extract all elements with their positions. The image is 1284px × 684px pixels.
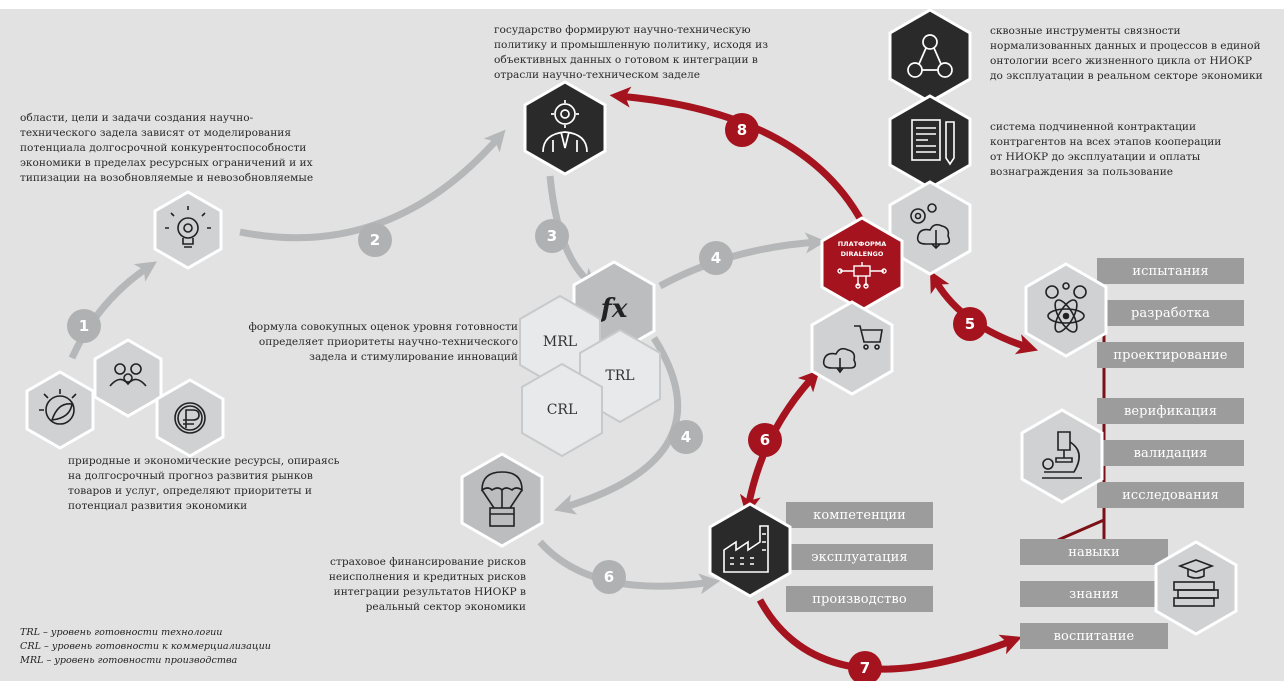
leaf-sun-icon [39, 389, 77, 425]
svg-text:7: 7 [860, 659, 870, 677]
svg-text:5: 5 [965, 315, 975, 333]
bar-verification: верификация [1097, 398, 1244, 424]
hex-network [888, 8, 972, 104]
step-5: 5 [953, 307, 987, 341]
svg-text:2: 2 [370, 231, 380, 249]
bar-testing: испытания [1097, 258, 1244, 284]
step-3: 3 [535, 219, 569, 253]
text-goals: области, цели и задачи создания научно- … [20, 112, 314, 184]
lightbulb-gear-icon [165, 206, 211, 248]
hex-trl-label: TRL [605, 368, 635, 384]
books-graduation-icon [1173, 559, 1219, 607]
hex-mrl-label: MRL [542, 334, 578, 350]
step-7: 7 [848, 651, 882, 684]
bar-operation: эксплуатация [786, 544, 933, 570]
network-nodes-icon [907, 34, 953, 78]
legend-mrl: MRL – уровень готовности производства [20, 655, 238, 666]
hex-state [523, 80, 607, 176]
bar-research: исследования [1097, 482, 1244, 508]
businessman-gear-icon [542, 100, 588, 153]
hex-platform: ПЛАТФОРМА DIRALENGO [820, 216, 904, 312]
hex-nature [25, 370, 95, 450]
gears-cloud-icon [910, 203, 951, 250]
svg-text:1: 1 [79, 317, 89, 335]
hex-people [93, 338, 163, 418]
svg-text:3: 3 [547, 227, 557, 245]
bar-competencies: компетенции [786, 502, 933, 528]
microscope-icon [1042, 431, 1082, 479]
legend-trl: TRL – уровень готовности технологии [20, 627, 223, 638]
hex-cloud-gear [888, 180, 972, 276]
text-contracting: система подчиненной контрактации контраг… [990, 121, 1222, 178]
fx-label: fx [599, 294, 628, 324]
legend-crl: CRL – уровень готовности к коммерциализа… [20, 641, 271, 652]
step-1: 1 [67, 309, 101, 343]
hex-idea [153, 190, 223, 270]
step-6-gray: 6 [592, 560, 626, 594]
arrow-1 [68, 261, 158, 360]
bar-knowledge: знания [1020, 581, 1168, 607]
arrow-4-lower [553, 336, 682, 515]
atom-gears-icon [1045, 282, 1087, 333]
platform-title: ПЛАТФОРМА [838, 240, 887, 248]
hex-document [888, 94, 972, 190]
text-formula: формула совокупных оценок уровня готовно… [248, 321, 518, 363]
svg-text:8: 8 [737, 121, 747, 139]
text-insurance: страховое финансирование рисков неисполн… [328, 556, 526, 613]
bar-development: разработка [1097, 300, 1244, 326]
arrow-2 [239, 129, 506, 242]
svg-text:4: 4 [711, 249, 721, 267]
step-2: 2 [358, 223, 392, 257]
parachute-box-icon [481, 471, 523, 527]
text-state: государство формируют научно-техническую… [494, 24, 768, 81]
bar-skills: навыки [1020, 539, 1168, 565]
bar-validation: валидация [1097, 440, 1244, 466]
hex-crl-label: CRL [546, 402, 578, 418]
step-8: 8 [725, 113, 759, 147]
bar-design: проектирование [1097, 342, 1244, 368]
hex-factory [708, 502, 792, 598]
platform-chip-icon [837, 262, 887, 289]
hex-parachute [460, 452, 544, 548]
hex-microscope [1020, 408, 1104, 504]
ruble-coin-icon [174, 402, 206, 434]
svg-text:4: 4 [681, 428, 691, 446]
arrow-4-upper [658, 232, 827, 290]
factory-icon [723, 525, 769, 573]
cart-cloud-icon [822, 325, 883, 374]
hex-fx: fx [572, 260, 656, 356]
hex-ruble [155, 378, 225, 458]
legend: TRL – уровень готовности технологии CRL … [20, 626, 271, 668]
step-6-red: 6 [748, 423, 782, 457]
people-group-icon [109, 363, 147, 387]
platform-name: DIRALENGO [841, 250, 884, 258]
text-resources: природные и экономические ресурсы, опира… [68, 455, 340, 512]
hex-books [1154, 540, 1238, 636]
step-4-upper: 4 [699, 241, 733, 275]
bar-upbringing: воспитание [1020, 623, 1168, 649]
arrow-8 [609, 86, 866, 224]
bar-production: производство [786, 586, 933, 612]
text-tools: сквозные инструменты связности нормализо… [990, 25, 1263, 82]
svg-text:6: 6 [604, 568, 614, 586]
hex-science [1024, 262, 1108, 358]
connector-research [1057, 518, 1105, 542]
hex-cart [810, 300, 894, 396]
document-pen-icon [911, 119, 955, 166]
svg-text:6: 6 [760, 431, 770, 449]
step-4-lower: 4 [669, 420, 703, 454]
